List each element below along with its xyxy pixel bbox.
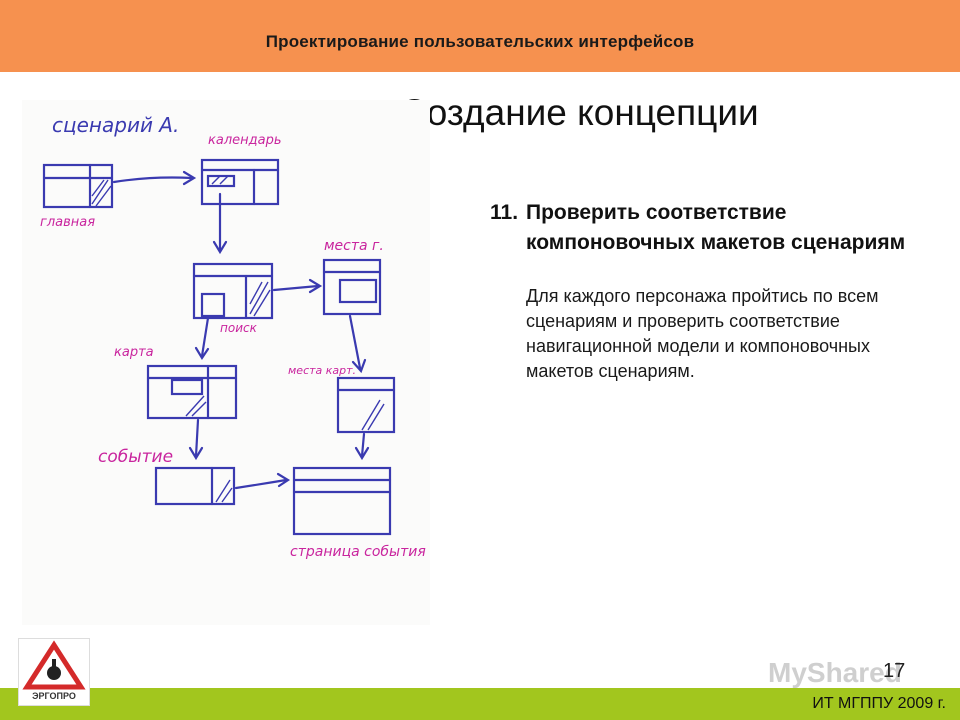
label-event: событие [98, 447, 173, 467]
event-page-screen-frame [292, 466, 392, 536]
label-map: карта [114, 345, 154, 360]
header-title: Проектирование пользовательских интерфей… [265, 32, 695, 51]
watermark: MyShared [768, 657, 902, 688]
slide-title: Создание концепции [400, 92, 759, 133]
map-screen-frame [146, 364, 238, 420]
calendar-screen-frame [200, 158, 280, 206]
main-screen-frame [42, 163, 114, 209]
search-screen-frame [192, 262, 274, 320]
label-calendar: календарь [208, 133, 282, 148]
scenario-sketch: сценарий А. главная календарь поиск мест… [22, 100, 503, 625]
item-heading: 11. Проверить соответствие компоновочных … [490, 198, 920, 258]
footer-text: ИТ МГППУ 2009 г. [812, 695, 946, 712]
label-places: места г. [324, 238, 384, 254]
arrow-main-to-calendar [112, 176, 194, 184]
page-number: 17 [883, 660, 906, 682]
item-heading-text: Проверить соответствие компоновочных мак… [526, 201, 906, 254]
label-scenario: сценарий А. [52, 113, 179, 137]
sketch-drawing: сценарий А. главная календарь поиск мест… [40, 113, 503, 560]
warning-triangle-icon [22, 640, 86, 690]
label-event-page: страница события + 1 новое [290, 544, 430, 560]
ergopro-logo: ЭРГОПРО [18, 638, 90, 706]
places-map-screen-frame [336, 376, 396, 434]
item-number: 11. [490, 201, 519, 224]
places-screen-frame [322, 258, 382, 316]
header-bar [0, 0, 960, 72]
label-search: поиск [220, 321, 258, 335]
event-screen-frame [154, 466, 236, 506]
footer-bar [0, 688, 960, 720]
content-item: 11. Проверить соответствие компоновочных … [490, 198, 920, 384]
label-main: главная [40, 215, 95, 230]
logo-text: ЭРГОПРО [32, 691, 76, 701]
item-body: Для каждого персонажа пройтись по всем с… [526, 286, 879, 381]
label-places-map: места карт. [288, 364, 356, 377]
